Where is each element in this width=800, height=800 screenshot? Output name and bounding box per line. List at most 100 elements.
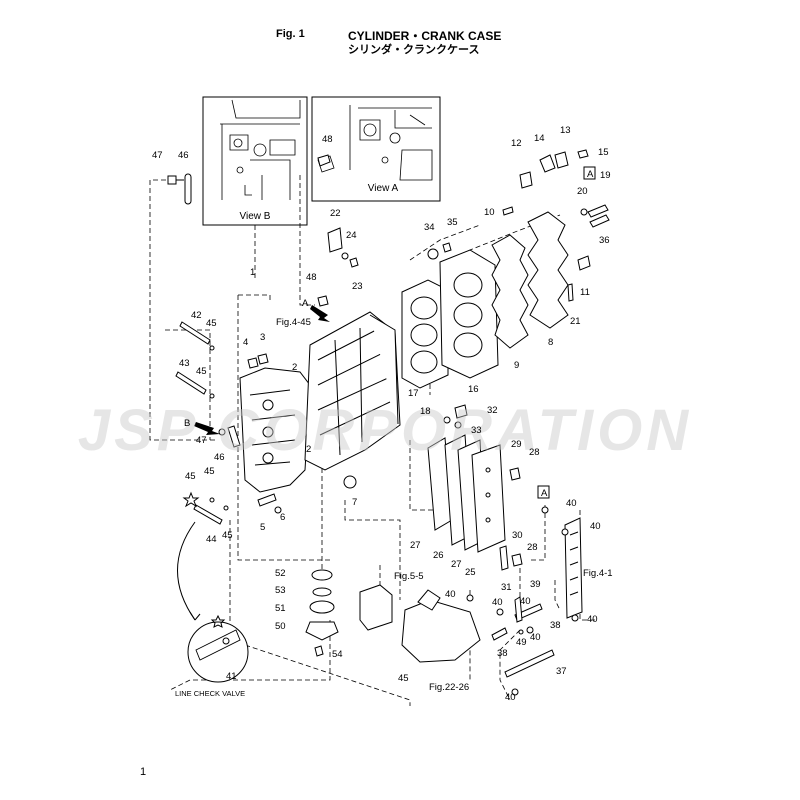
callout-19: 19 [600,170,611,181]
callout-a-box-1: A [587,169,594,180]
figure-label: Fig. 1 [276,28,305,40]
callout-28: 28 [527,542,538,553]
callout-18: 18 [420,406,431,417]
callout-34: 34 [424,222,435,233]
figure-references: Fig.4-45 Fig.5-5 Fig.4-1 Fig.22-26 [276,317,613,693]
head-cover-8 [527,211,569,329]
callout-22: 22 [330,208,341,219]
callout-46: 46 [178,150,189,161]
crank-case-body [239,311,401,493]
callout-45: 45 [204,466,215,477]
callout-45: 45 [196,366,207,377]
callout-32: 32 [487,405,498,416]
callout-16: 16 [468,384,479,395]
line-check-valve-label: LINE CHECK VALVE [175,689,245,698]
watermark-text: JSP CORPORATION [78,398,692,463]
callout-3: 3 [260,332,265,343]
callout-54: 54 [332,649,343,660]
star-marker-1 [182,491,200,508]
callout-46: 46 [214,452,225,463]
callout-47: 47 [196,435,207,446]
callout-4: 4 [243,337,248,348]
callout-23: 23 [352,281,363,292]
callout-38: 38 [550,620,561,631]
head-cover-9 [491,234,529,349]
callout-5: 5 [260,522,265,533]
ref-fig-4-45: Fig.4-45 [276,317,311,328]
callout-13: 13 [560,125,571,136]
callout-43: 43 [179,358,190,369]
view-a-sketch [317,105,433,181]
small-parts [167,149,610,696]
callout-28: 28 [529,447,540,458]
callout-44: 44 [206,534,217,545]
callout-25: 25 [465,567,476,578]
callout-48: 48 [306,272,317,283]
callout-40: 40 [492,597,503,608]
marker-a-box-2 [537,485,550,499]
water-jacket-panel [564,517,583,619]
callout-33: 33 [471,425,482,436]
callout-47: 47 [152,150,163,161]
callout-39: 39 [530,579,541,590]
callout-15: 15 [598,147,609,158]
callout-40: 40 [505,692,516,703]
callout-40: 40 [520,596,531,607]
view-b-label: View B [240,211,271,222]
callouts: 1 2 2 3 4 5 6 7 8 9 10 11 12 13 14 15 16… [152,125,611,703]
callout-2: 2 [306,444,311,455]
callout-48: 48 [322,134,333,145]
callout-10: 10 [484,207,495,218]
callout-27: 27 [410,540,421,551]
title-english: CYLINDER・CRANK CASE [348,29,502,43]
view-b-box [202,96,308,226]
callout-9: 9 [514,360,519,371]
exhaust-plates [427,434,506,553]
line-check-valve-detail [187,621,249,683]
callout-b-arrow: B [184,418,190,429]
callout-6: 6 [280,512,285,523]
watermark-group: JSP CORPORATION [78,398,692,463]
callout-30: 30 [512,530,523,541]
callout-37: 37 [556,666,567,677]
title-japanese: シリンダ・クランクケース [348,44,480,56]
callout-42: 42 [191,310,202,321]
callout-41: 41 [226,671,237,682]
callout-40: 40 [566,498,577,509]
callout-45: 45 [206,318,217,329]
callout-51: 51 [275,603,286,614]
gasket-17 [401,279,449,389]
callout-2: 2 [292,362,297,373]
callout-1: 1 [250,267,255,278]
callout-14: 14 [534,133,545,144]
ref-fig-4-1: Fig.4-1 [583,568,613,579]
callout-40: 40 [587,614,598,625]
callout-17: 17 [408,388,419,399]
callout-53: 53 [275,585,286,596]
callout-36: 36 [599,235,610,246]
callout-27: 27 [451,559,462,570]
callout-31: 31 [501,582,512,593]
arrow-b [194,422,220,435]
callout-40: 40 [445,589,456,600]
callout-40: 40 [590,521,601,532]
page-number: 1 [140,766,147,778]
callout-45: 45 [398,673,409,684]
callout-29: 29 [511,439,522,450]
callout-12: 12 [511,138,522,149]
view-b-sketch [220,99,301,200]
callout-38: 38 [497,648,508,659]
callout-7: 7 [352,497,357,508]
callout-24: 24 [346,230,357,241]
callout-21: 21 [570,316,581,327]
callout-26: 26 [433,550,444,561]
ref-fig-22-26: Fig.22-26 [429,682,469,693]
callout-8: 8 [548,337,553,348]
view-a-label: View A [368,183,399,194]
ref-fig-5-5: Fig.5-5 [394,571,424,582]
callout-40: 40 [530,632,541,643]
star-marker-2 [210,614,226,628]
marker-a-box-1 [583,166,596,180]
callout-35: 35 [447,217,458,228]
